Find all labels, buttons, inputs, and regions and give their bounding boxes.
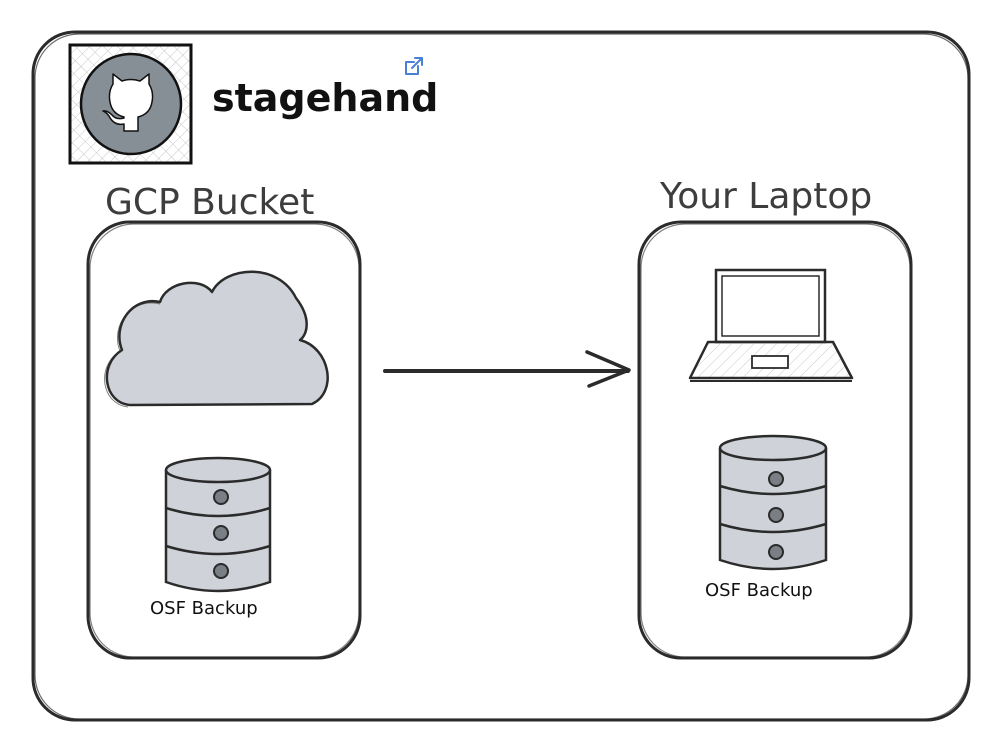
laptop-icon <box>688 268 854 382</box>
app-name[interactable]: stagehand <box>212 76 438 120</box>
outer-frame <box>31 30 971 722</box>
left-group-title: GCP Bucket <box>105 182 314 223</box>
right-group-title: Your Laptop <box>659 176 872 217</box>
external-link-icon[interactable] <box>405 57 423 75</box>
cloud-icon <box>104 270 329 408</box>
left-group-box <box>86 220 362 660</box>
left-db-label: OSF Backup <box>150 598 258 619</box>
avatar[interactable] <box>68 43 193 165</box>
right-db-label: OSF Backup <box>705 580 813 601</box>
transfer-arrow <box>383 350 631 388</box>
right-group-box <box>637 220 913 660</box>
left-database-icon <box>164 456 272 593</box>
right-database-icon <box>718 434 828 571</box>
github-octocat-icon <box>79 52 183 156</box>
